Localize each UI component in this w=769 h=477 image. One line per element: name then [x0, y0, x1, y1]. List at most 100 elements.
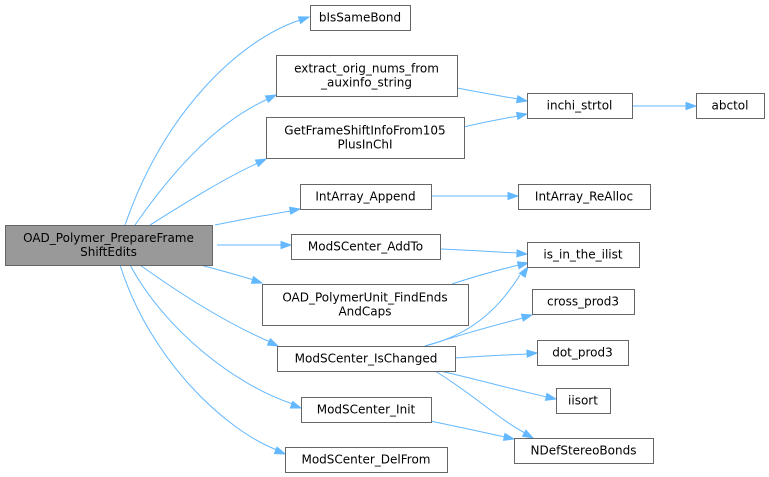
edge-arrowhead: [507, 191, 520, 201]
node-label-line: IntArray_Append: [315, 190, 415, 204]
edge-line: [119, 264, 278, 451]
edge-root-to-ModSCenter_Init: [129, 264, 303, 409]
node-box: [262, 284, 469, 326]
node-box: [276, 55, 458, 97]
node-extract-orig-nums-from-auxinfo-string[interactable]: extract_orig_nums_from_auxinfo_string: [276, 55, 458, 97]
edge-line: [454, 353, 529, 359]
node-modscenter-init[interactable]: ModSCenter_Init: [301, 397, 432, 423]
node-label-line: PlusInChI: [337, 138, 392, 152]
edge-line: [424, 317, 524, 347]
edge-line: [199, 264, 255, 281]
node-box: [310, 5, 411, 31]
edge-line: [434, 370, 526, 434]
node-modscenter-addto[interactable]: ModSCenter_AddTo: [291, 234, 441, 260]
edge-extract_orig_nums-to-inchi_strtol: [456, 87, 529, 104]
node-label-line: inchi_strtol: [547, 99, 613, 113]
node-box: [518, 184, 651, 210]
node-cross-prod3[interactable]: cross_prod3: [532, 289, 635, 315]
edge-arrowhead: [264, 94, 278, 104]
edge-root-to-OAD_PolymerUnit_FindEnds: [199, 264, 264, 284]
edge-ModSCenter_IsChanged-to-iisort: [439, 370, 558, 401]
edge-arrowhead: [516, 261, 530, 270]
node-label-line: cross_prod3: [547, 295, 619, 309]
edge-arrowhead: [288, 206, 302, 215]
edge-arrowhead: [526, 349, 539, 358]
edge-line: [439, 248, 519, 254]
node-label-line: extract_orig_nums_from: [294, 62, 439, 76]
edge-arrowhead: [685, 101, 698, 111]
node-abctol[interactable]: abctol: [696, 93, 765, 119]
node-box: [537, 340, 629, 366]
node-box: [301, 397, 432, 423]
edge-arrowhead: [502, 432, 516, 441]
edge-arrowhead: [520, 313, 534, 322]
node-label-line: ModSCenter_Init: [317, 403, 416, 417]
edge-arrowhead: [515, 94, 529, 104]
node-label-line: dot_prod3: [552, 346, 613, 360]
edge-arrowhead: [544, 392, 558, 401]
edge-line: [149, 162, 259, 226]
node-iisort[interactable]: iisort: [556, 388, 611, 414]
node-label-line: IntArray_ReAlloc: [535, 190, 633, 204]
node-intarray-realloc[interactable]: IntArray_ReAlloc: [518, 184, 651, 210]
edge-GetFrameShiftInfo-to-inchi_strtol: [463, 111, 529, 128]
edge-line: [451, 264, 520, 285]
edge-line: [124, 19, 301, 226]
node-is-in-the-ilist[interactable]: is_in_the_ilist: [527, 242, 640, 268]
edge-root-to-GetFrameShiftInfo: [149, 158, 268, 226]
node-box: [291, 234, 441, 260]
node-label-line: iisort: [568, 394, 598, 408]
edge-IntArray_Append-to-IntArray_ReAlloc: [431, 191, 520, 201]
edge-line: [439, 370, 548, 398]
edge-arrowhead: [518, 265, 529, 279]
edge-ModSCenter_IsChanged-to-cross_prod3: [424, 313, 534, 347]
node-bissamebond[interactable]: bIsSameBond: [310, 5, 411, 31]
node-box: [285, 447, 448, 473]
edge-root-to-extract_orig_nums: [134, 94, 278, 226]
node-label-line: GetFrameShiftInfoFrom105: [284, 124, 445, 138]
edge-ModSCenter_Init-to-NDefStereoBonds: [424, 419, 516, 441]
edge-line: [134, 98, 269, 226]
node-label-line: abctol: [712, 99, 749, 113]
node-box: [514, 438, 654, 464]
node-label-line: AndCaps: [338, 305, 391, 319]
edge-root-to-bIsSameBond: [124, 16, 311, 226]
edge-ModSCenter_AddTo-to-is_in_the_ilist: [439, 248, 529, 258]
node-label-line: is_in_the_ilist: [543, 248, 622, 262]
edge-arrowhead: [250, 275, 264, 284]
edge-line: [463, 115, 519, 128]
node-modscenter-delfrom[interactable]: ModSCenter_DelFrom: [285, 447, 448, 473]
node-intarray-append[interactable]: IntArray_Append: [300, 184, 432, 210]
node-box: [532, 289, 635, 315]
node-label-line: ModSCenter_DelFrom: [301, 453, 430, 467]
edge-arrowhead: [516, 249, 529, 258]
edge-arrowhead: [515, 111, 529, 121]
node-box: [300, 184, 432, 210]
edge-arrowhead: [254, 158, 268, 168]
node-box: [696, 93, 765, 119]
edge-arrowhead: [266, 337, 280, 347]
node-label-line: ModSCenter_AddTo: [308, 240, 423, 254]
node-inchi-strtol[interactable]: inchi_strtol: [527, 93, 633, 119]
node-ndefstereobonds[interactable]: NDefStereoBonds: [514, 438, 654, 464]
node-label-line: OAD_PolymerUnit_FindEnds: [282, 291, 447, 305]
edge-root-to-IntArray_Append: [214, 206, 302, 226]
node-box: [527, 242, 640, 268]
edge-line: [214, 210, 292, 226]
node-label-line: bIsSameBond: [319, 11, 401, 25]
node-dot-prod3[interactable]: dot_prod3: [537, 340, 629, 366]
call-edges: [119, 16, 698, 455]
node-label-line: ModSCenter_IsChanged: [295, 352, 438, 366]
node-box: [277, 346, 456, 372]
edge-root-to-ModSCenter_AddTo: [217, 240, 293, 250]
edge-arrowhead: [297, 16, 311, 25]
edge-inchi_strtol-to-abctol: [632, 101, 698, 111]
edge-line: [456, 87, 519, 100]
node-modscenter-ischanged[interactable]: ModSCenter_IsChanged: [277, 346, 456, 372]
node-label-line: _auxinfo_string: [320, 76, 412, 90]
node-box: [266, 117, 465, 159]
